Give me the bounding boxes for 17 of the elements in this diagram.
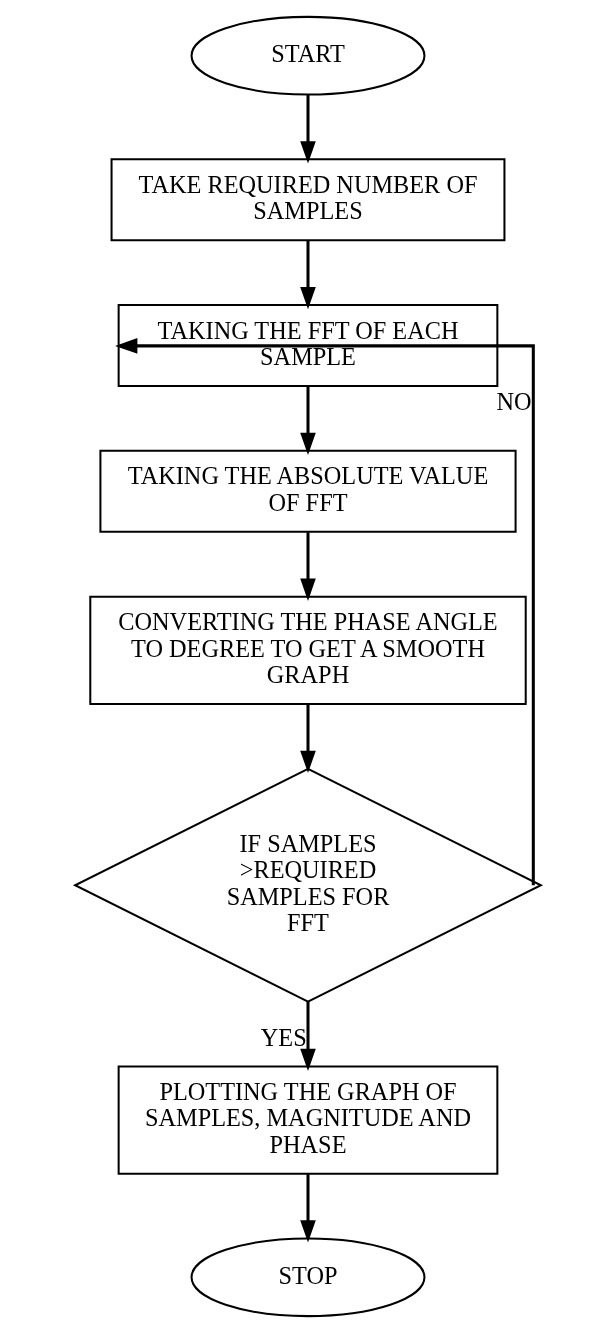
arrow [300, 95, 316, 164]
node-box: TAKE REQUIRED NUMBER OF SAMPLES [110, 158, 506, 242]
arrow [300, 1174, 316, 1243]
node-box: CONVERTING THE PHASE ANGLE TO DEGREE TO GET A SMOOTH GRAPH [89, 595, 527, 705]
arrow [300, 386, 316, 456]
node-ellipse: STOP [190, 1237, 426, 1318]
edge-label: NO [496, 387, 532, 415]
node-ellipse: START [190, 15, 426, 96]
node-diamond: IF SAMPLES >REQUIRED SAMPLES FOR FFT [72, 767, 544, 1003]
arrow [300, 1002, 316, 1072]
arrow [115, 338, 535, 886]
node-box: PLOTTING THE GRAPH OF SAMPLES, MAGNITUDE AND PHASE [117, 1065, 499, 1175]
arrow [300, 532, 316, 601]
arrow [300, 704, 316, 773]
arrow [300, 240, 316, 310]
node-box: TAKING THE ABSOLUTE VALUE OF FFT [99, 449, 517, 533]
edge-label: YES [260, 1023, 307, 1051]
